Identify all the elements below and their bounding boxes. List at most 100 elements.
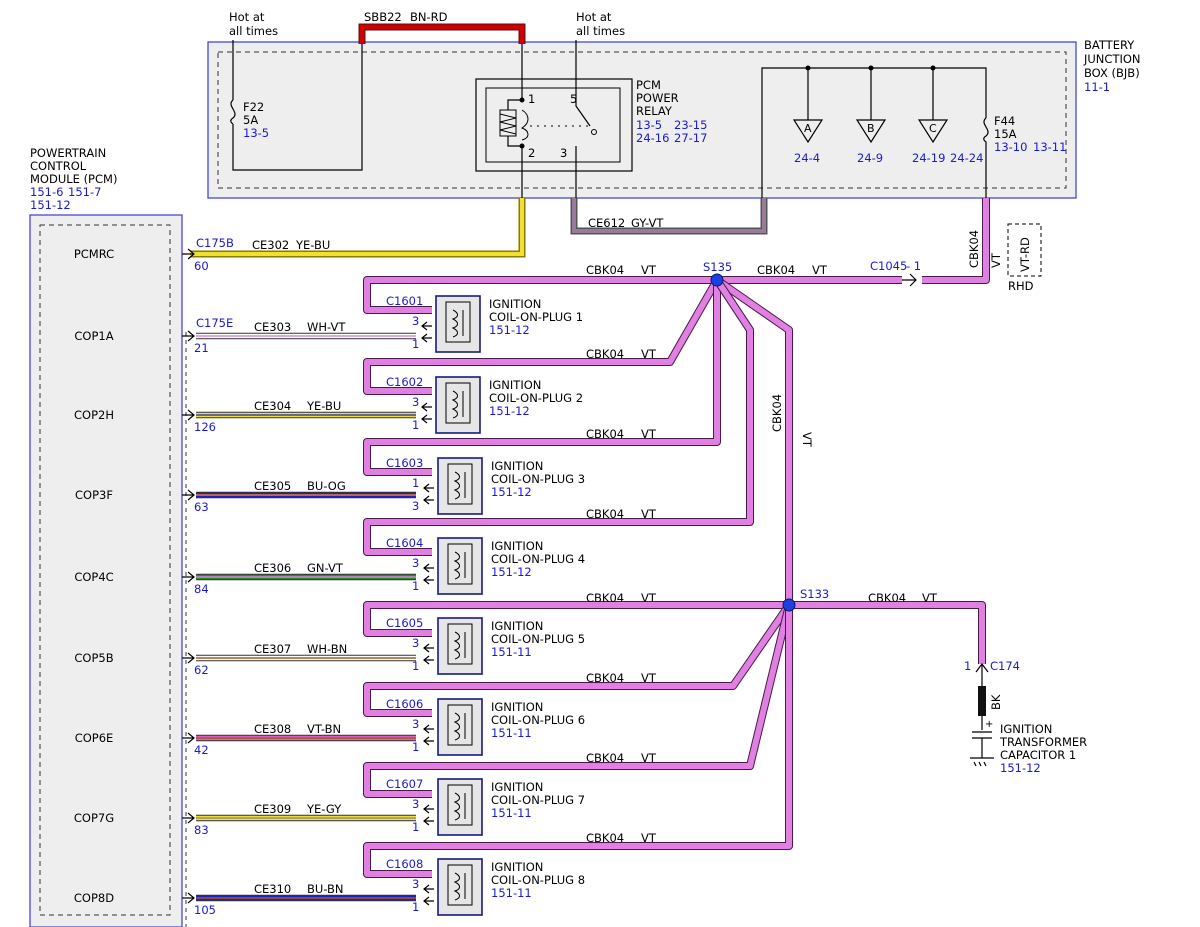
coil-pin-arrows [423,884,434,906]
coil-winding-icon [453,631,460,660]
coil-winding-icon [453,872,460,901]
pcm-pin-arrow [182,409,195,421]
coil-transformer-icon [447,704,473,746]
signal-color-ce307: WH-BN [307,642,347,656]
coil-pin-arrows [421,321,432,343]
coil-box-icon [437,457,483,515]
pcm-pin-num-105: 105 [194,903,216,917]
coil-name-line-2: COIL-ON-PLUG 2 [489,391,583,405]
coil-ref: 151-12 [489,404,530,418]
coil-name-line-1: IGNITION [489,297,541,311]
coil-name-line-1: IGNITION [491,780,543,794]
cbk04-label-cap-color: VT [922,591,938,605]
pcm-ref-1: 151-6 [30,185,63,199]
pcm-pin-pcmrc: PCMRC [74,247,114,261]
pcm-pin-num-62: 62 [194,663,209,677]
coil-pin-arrows [421,402,432,424]
relay-outer-box [475,78,633,172]
sbb-circuit: SBB22 [364,10,402,24]
pcm-pin-num-42: 42 [194,743,209,757]
pcm-pin-arrow [182,652,195,664]
coil-winding-icon [451,390,458,419]
coil-ref: 151-11 [491,645,532,659]
coil-connector-c1607: C1607 [386,777,423,791]
coil-name-line-2: COIL-ON-PLUG 5 [491,632,585,646]
bjb-title-2: JUNCTION [1083,52,1141,66]
cbk04-label-coil-7: CBK04 [586,751,624,765]
coil-pin-bottom: 1 [412,659,419,673]
pcm-title-1: POWERTRAIN [30,146,106,160]
relay-pin-5: 5 [570,92,577,106]
relay-pin-2: 2 [528,146,535,160]
hot-label-2b: all times [576,24,625,38]
coil-name-line-2: COIL-ON-PLUG 6 [491,713,585,727]
coil-pin-top: 3 [412,314,419,328]
coil-transformer-icon [447,463,473,505]
coil-name-line-1: IGNITION [491,860,543,874]
ce302-color: YE-BU [295,238,330,252]
sbb-color: BN-RD [410,10,448,24]
relay-ref-1: 13-5 [636,118,662,132]
ground-extra-ref: 24-24 [950,151,983,165]
coil-pin-bottom: 3 [412,499,419,513]
pcm-connector-c175b: C175B [196,236,234,250]
ground-c-icon [917,119,949,144]
signal-color-ce306: GN-VT [307,561,344,575]
cbk04-label-coil-1: CBK04 [586,263,624,277]
signal-color-ce308: VT-BN [307,722,341,736]
cbk04-label-coil-4-color: VT [641,507,657,521]
pcm-pin-arrow [182,330,195,342]
coil-ref: 151-11 [491,886,532,900]
coil-box-icon [437,858,483,916]
pcm-pin-cop6e: COP6E [75,731,114,745]
f44-name: F44 [994,114,1015,128]
coil-pin-arrows [423,724,434,746]
cbk04-label-coil-5-color: VT [641,591,657,605]
coil-pin-bottom: 1 [412,579,419,593]
cbk04-label-coil-5: CBK04 [586,591,624,605]
pcm-outline [29,214,183,927]
cbk04-label-coil-8: CBK04 [586,831,624,845]
coil-name-line-1: IGNITION [489,378,541,392]
pcm-pin-cop8d: COP8D [74,891,114,905]
coil-box-icon [437,537,483,595]
pcm-ref-2: 151-7 [68,185,101,199]
coil-connector-c1603: C1603 [386,456,423,470]
signal-circuit-ce305: CE305 [254,479,291,493]
cbk-vert-label-2: CBK04 [770,394,784,432]
coil-pin-top: 3 [412,717,419,731]
coil-pin-top: 3 [412,636,419,650]
splice-s133-label: S133 [800,587,829,601]
relay-coil-wire [507,44,523,200]
pcm-pin-num-84: 84 [194,582,209,596]
cbk04-branch-coil-8 [364,605,792,877]
pcm-pin-arrow [182,248,195,260]
signal-circuit-ce303: CE303 [254,320,291,334]
pcm-ref-3: 151-12 [30,198,71,212]
signal-circuit-ce304: CE304 [254,399,291,413]
coil-pin-bottom: 1 [412,418,419,432]
pcm-pin-cop4c: COP4C [74,570,113,584]
cbk04-label-coil-8-color: VT [641,831,657,845]
c1045-connector-icon [902,273,917,287]
rhd-box [1007,223,1042,277]
hot-label-1b: all times [229,24,278,38]
pcm-title-2: CONTROL [30,159,87,173]
pcm-pin-arrow [182,892,195,904]
relay-inner-box [485,87,621,163]
cbk04-label-coil-6-color: VT [641,671,657,685]
coil-connector-c1608: C1608 [386,857,423,871]
hot-label-2a: Hot at [576,10,612,24]
coil-name-line-1: IGNITION [491,459,543,473]
coil-name-line-1: IGNITION [491,539,543,553]
coil-box-icon [435,376,481,434]
ce612-color: GY-VT [631,216,664,230]
relay-coil-icon [499,109,517,137]
